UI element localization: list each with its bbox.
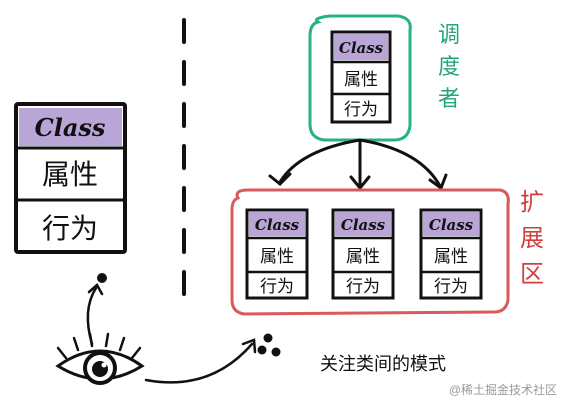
dispatcher-class-card: Class 属性 行为	[330, 30, 392, 124]
dispatcher-class-attr: 属性	[344, 70, 378, 90]
left-focus-dot	[97, 273, 107, 283]
extension-class-card-1: Class 属性 行为	[245, 208, 309, 300]
extension-class-1-behavior: 行为	[260, 277, 294, 297]
dispatcher-class-behavior: 行为	[344, 100, 378, 120]
dispatcher-class-header: Class	[339, 39, 384, 57]
extension-class-3-behavior: 行为	[434, 277, 468, 297]
extension-frame	[230, 188, 510, 316]
left-class-behavior: 行为	[42, 212, 98, 245]
dispatch-arrows	[268, 138, 448, 191]
extension-label-3: 区	[520, 260, 544, 288]
extension-class-1-attr: 属性	[260, 247, 294, 267]
extension-class-3-attr: 属性	[434, 247, 468, 267]
arrow-left-head	[268, 172, 292, 187]
left-class-card: Class 属性 行为	[14, 102, 127, 254]
extension-class-card-3: Class 属性 行为	[419, 208, 483, 300]
extension-class-card-2: Class 属性 行为	[331, 208, 395, 300]
extension-label-2: 展	[520, 224, 544, 252]
extension-class-1-header: Class	[255, 216, 300, 234]
extension-group: Class 属性 行为 Class 属性 行为 Class 属性 行为 扩 展 …	[230, 188, 544, 316]
dispatcher-label-1: 调	[438, 23, 460, 48]
watermark: @稀土掘金技术社区	[448, 383, 557, 397]
gaze-arrow-up	[86, 283, 104, 346]
left-class-attr: 属性	[42, 158, 98, 191]
extension-class-2-behavior: 行为	[346, 277, 380, 297]
arrow-middle-head	[349, 175, 371, 191]
dispatcher-frame	[308, 14, 412, 142]
extension-class-3-header: Class	[429, 216, 474, 234]
arrow-right	[358, 138, 442, 188]
dispatcher-label-3: 者	[438, 87, 460, 112]
gaze-arrow-right	[144, 338, 257, 384]
arrow-left	[278, 138, 362, 184]
dispatcher-group: Class 属性 行为 调 度 者	[308, 14, 460, 142]
extension-class-2-header: Class	[341, 216, 386, 234]
extension-label-1: 扩	[520, 188, 544, 216]
caption: 关注类间的模式	[320, 354, 446, 375]
right-focus-dots	[257, 333, 281, 357]
eye-icon	[55, 332, 145, 385]
dispatcher-label-2: 度	[438, 55, 460, 80]
left-class-header-bg	[19, 108, 122, 146]
left-class-header: Class	[35, 113, 106, 142]
extension-class-2-attr: 属性	[346, 247, 380, 267]
arrow-right-head	[428, 173, 448, 191]
